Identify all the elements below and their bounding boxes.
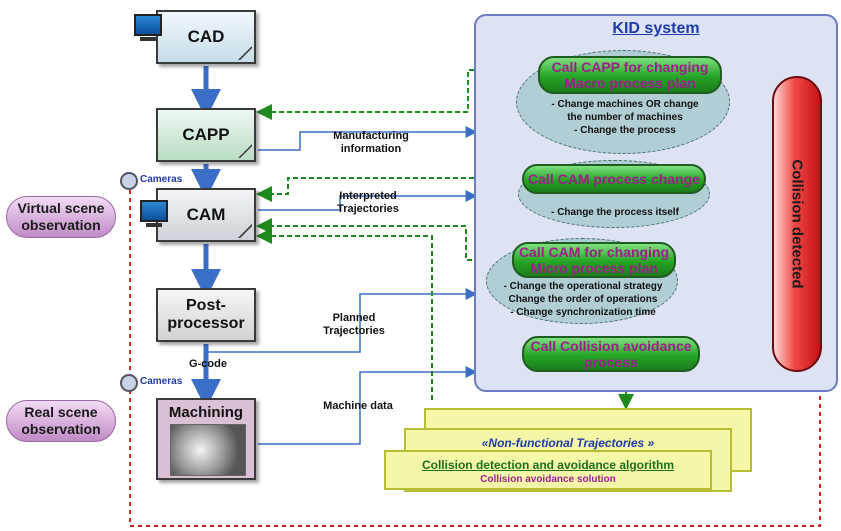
monitor-icon — [134, 14, 162, 36]
call-cam-button: Call CAM process change — [522, 164, 706, 194]
post-processor-label: Post-processor — [167, 297, 245, 332]
feedback-cam — [256, 177, 522, 202]
page-corner-icon — [238, 46, 252, 60]
cam-box: CAM — [156, 188, 256, 242]
capp-notes: - Change machines OR change the number o… — [520, 98, 730, 137]
feedback-micro — [256, 218, 512, 261]
observation-loop — [129, 190, 824, 527]
call-capp-label: Call CAPP for changing Macro process pla… — [551, 59, 709, 91]
kid-title: KID system — [612, 20, 700, 37]
monitor-icon — [140, 200, 168, 222]
machining-box: Machining — [156, 398, 256, 480]
flow-planned — [206, 288, 478, 353]
monitor-stand — [146, 223, 162, 227]
cad-box: CAD — [156, 10, 256, 64]
call-collision-avoidance-label: Call Collision avoidance process — [530, 338, 692, 370]
capp-box: CAPP — [156, 108, 256, 162]
feedback-machining — [256, 228, 433, 400]
micro-note: Change the order of operations — [508, 294, 658, 305]
cad-label: CAD — [187, 27, 225, 46]
call-micro-button: Call CAM for changing Micro process plan — [512, 242, 676, 278]
call-micro-label: Call CAM for changing Micro process plan — [518, 244, 670, 276]
cam-notes: - Change the process itself — [530, 206, 700, 219]
machining-label: Machining — [168, 404, 244, 421]
flow-machine-data — [258, 366, 478, 445]
interpreted-trajectories-label: Interpreted Trajectories — [337, 190, 399, 215]
capp-note: - Change machines OR change — [551, 99, 699, 110]
monitor-stand — [140, 37, 156, 41]
algorithm-title: Collision detection and avoidance algori… — [421, 458, 675, 472]
real-scene-label: Real scene observation — [21, 404, 101, 437]
virtual-scene-observation: Virtual scene observation — [6, 196, 116, 238]
gcode-label: G-code — [189, 358, 227, 370]
machine-data-label: Machine data — [323, 400, 393, 412]
micro-note: - Change synchronization time — [510, 307, 656, 318]
micro-note: - Change the operational strategy — [503, 281, 663, 292]
virtual-scene-label: Virtual scene observation — [17, 200, 105, 233]
page-corner-icon — [238, 224, 252, 238]
flow-manufacturing — [258, 126, 478, 151]
micro-notes: - Change the operational strategy Change… — [490, 280, 676, 319]
post-processor-box: Post-processor — [156, 288, 256, 342]
cam-note: - Change the process itself — [551, 207, 679, 218]
collision-detected-capsule: Collision detected — [772, 76, 822, 372]
algorithm-box-front: Collision detection and avoidance algori… — [384, 450, 712, 490]
machine-photo — [170, 424, 246, 476]
capp-note: - Change the process — [574, 125, 676, 136]
cam-label: CAM — [186, 205, 226, 224]
capp-label: CAPP — [182, 125, 230, 144]
capp-note: the number of machines — [567, 112, 683, 123]
camera-icon — [120, 374, 138, 392]
manufacturing-info-label: Manufacturing information — [333, 130, 409, 155]
camera-label: Cameras — [140, 174, 183, 185]
flow-interpreted — [258, 190, 478, 211]
real-scene-observation: Real scene observation — [6, 400, 116, 442]
page-corner-icon — [238, 144, 252, 158]
planned-trajectories-label: Planned Trajectories — [323, 312, 385, 337]
collision-detected-label: Collision detected — [788, 159, 806, 289]
call-capp-button: Call CAPP for changing Macro process pla… — [538, 56, 722, 94]
call-cam-label: Call CAM process change — [528, 171, 700, 187]
camera-icon — [120, 172, 138, 190]
camera-label: Cameras — [140, 376, 183, 387]
algorithm-solution: Collision avoidance solution — [480, 474, 616, 485]
nonfunctional-trajectories-label: «Non-functional Trajectories » — [481, 436, 655, 450]
call-collision-avoidance-button: Call Collision avoidance process — [522, 336, 700, 372]
